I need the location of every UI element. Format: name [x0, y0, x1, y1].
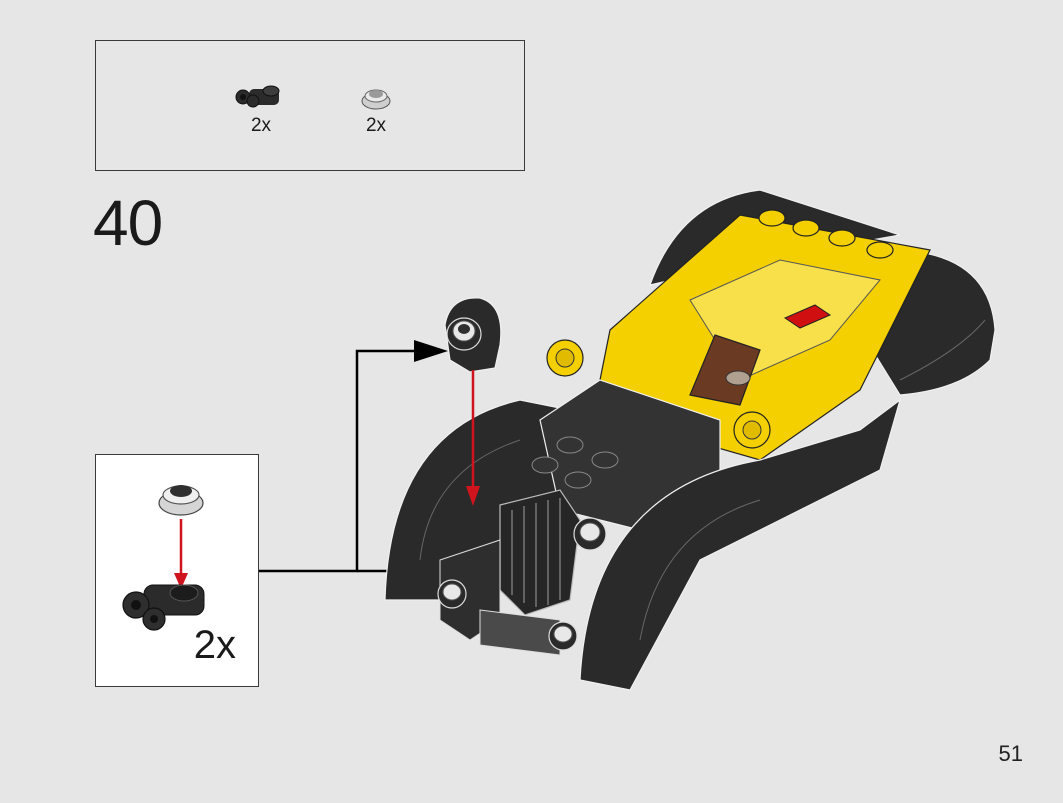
callout-arrowhead-upper [414, 340, 448, 362]
part-item-round-tile: 2x [351, 83, 401, 137]
placement-arrowhead [466, 486, 480, 506]
floating-part [444, 297, 502, 373]
part-quantity: 2x [250, 115, 272, 136]
page-number: 51 [998, 741, 1023, 766]
callout-line-upper [259, 349, 420, 573]
sub-assembly-quantity: 2x [193, 623, 236, 667]
sub-assembly-box: 2x [95, 454, 259, 687]
part-quantity: 2x [365, 115, 387, 136]
clip-plate-icon [235, 85, 280, 108]
car-body [384, 189, 996, 691]
step-number: 40 [93, 187, 163, 259]
sub-assembly-illustration [122, 485, 205, 631]
part-item-clip-plate: 2x [226, 81, 296, 137]
round-tile-icon [361, 89, 391, 110]
parts-list-box: 2x 2x [95, 40, 525, 171]
